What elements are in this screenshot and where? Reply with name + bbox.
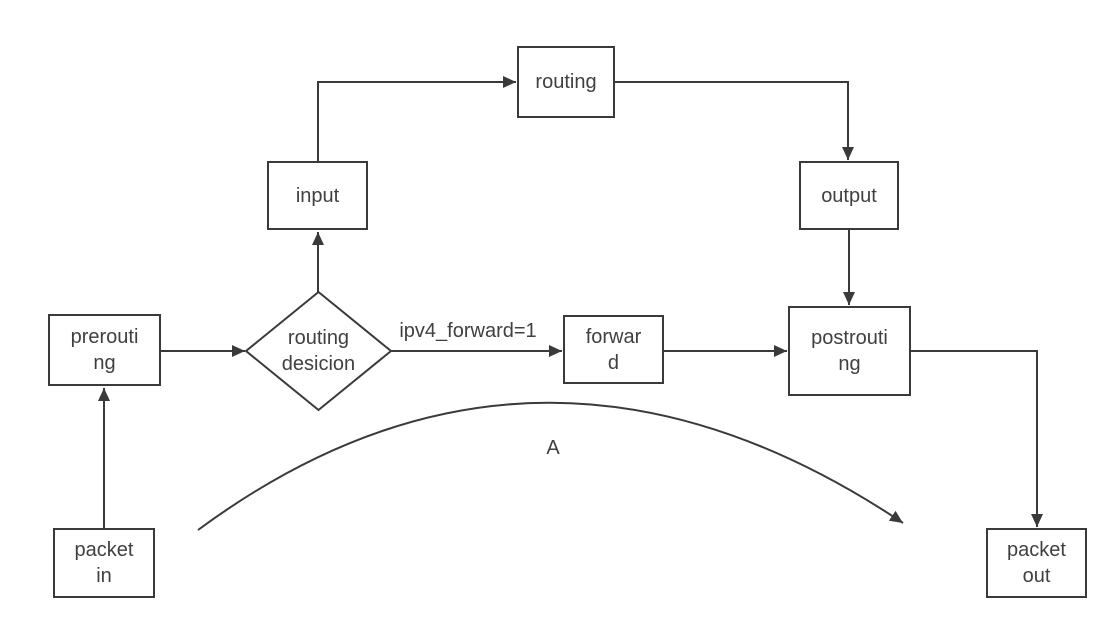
node-routing: routing	[517, 46, 615, 118]
node-input: input	[267, 161, 368, 230]
node-packet-in: packet in	[53, 528, 155, 598]
node-output: output	[799, 161, 899, 230]
node-forward: forwar d	[563, 315, 664, 384]
node-prerouting: prerouti ng	[48, 314, 161, 386]
edge-routing-to-output	[615, 81, 854, 160]
edge-label-ipv4-forward: ipv4_forward=1	[399, 320, 537, 342]
edge-bypass-curve	[197, 401, 904, 531]
node-packet-out: packet out	[986, 528, 1087, 598]
node-routing-decision-label: routing desicion	[281, 327, 356, 375]
edge-label-a: A	[546, 437, 560, 459]
routing-decision-diamond	[244, 290, 393, 412]
edge-postrouting-to-packet-out	[911, 350, 1043, 527]
node-postrouting: postrouti ng	[788, 306, 911, 396]
edge-input-to-routing	[317, 76, 516, 161]
